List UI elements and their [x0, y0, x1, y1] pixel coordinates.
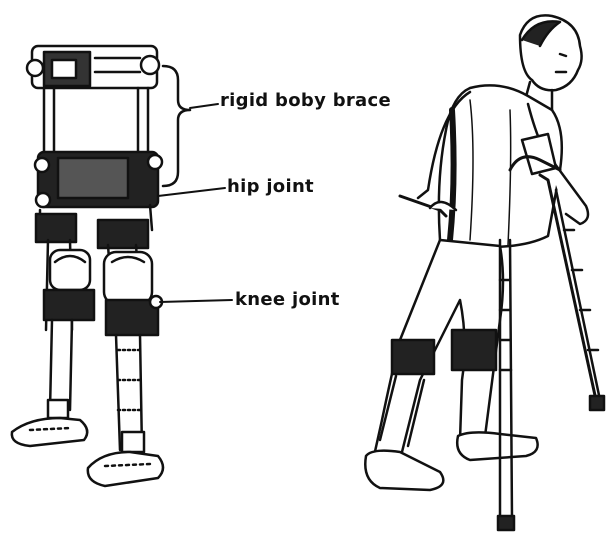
rigid-body-brace-label: rigid boby brace — [220, 90, 391, 111]
knee-joint-label: knee joint — [235, 289, 340, 310]
brace-leader — [190, 104, 218, 108]
hip-leader — [158, 188, 225, 196]
knee-leader — [160, 300, 232, 302]
brace-bracket — [163, 66, 190, 186]
person-figure — [365, 15, 588, 490]
hip-joint-label: hip joint — [227, 176, 314, 197]
brace-device — [12, 46, 163, 486]
